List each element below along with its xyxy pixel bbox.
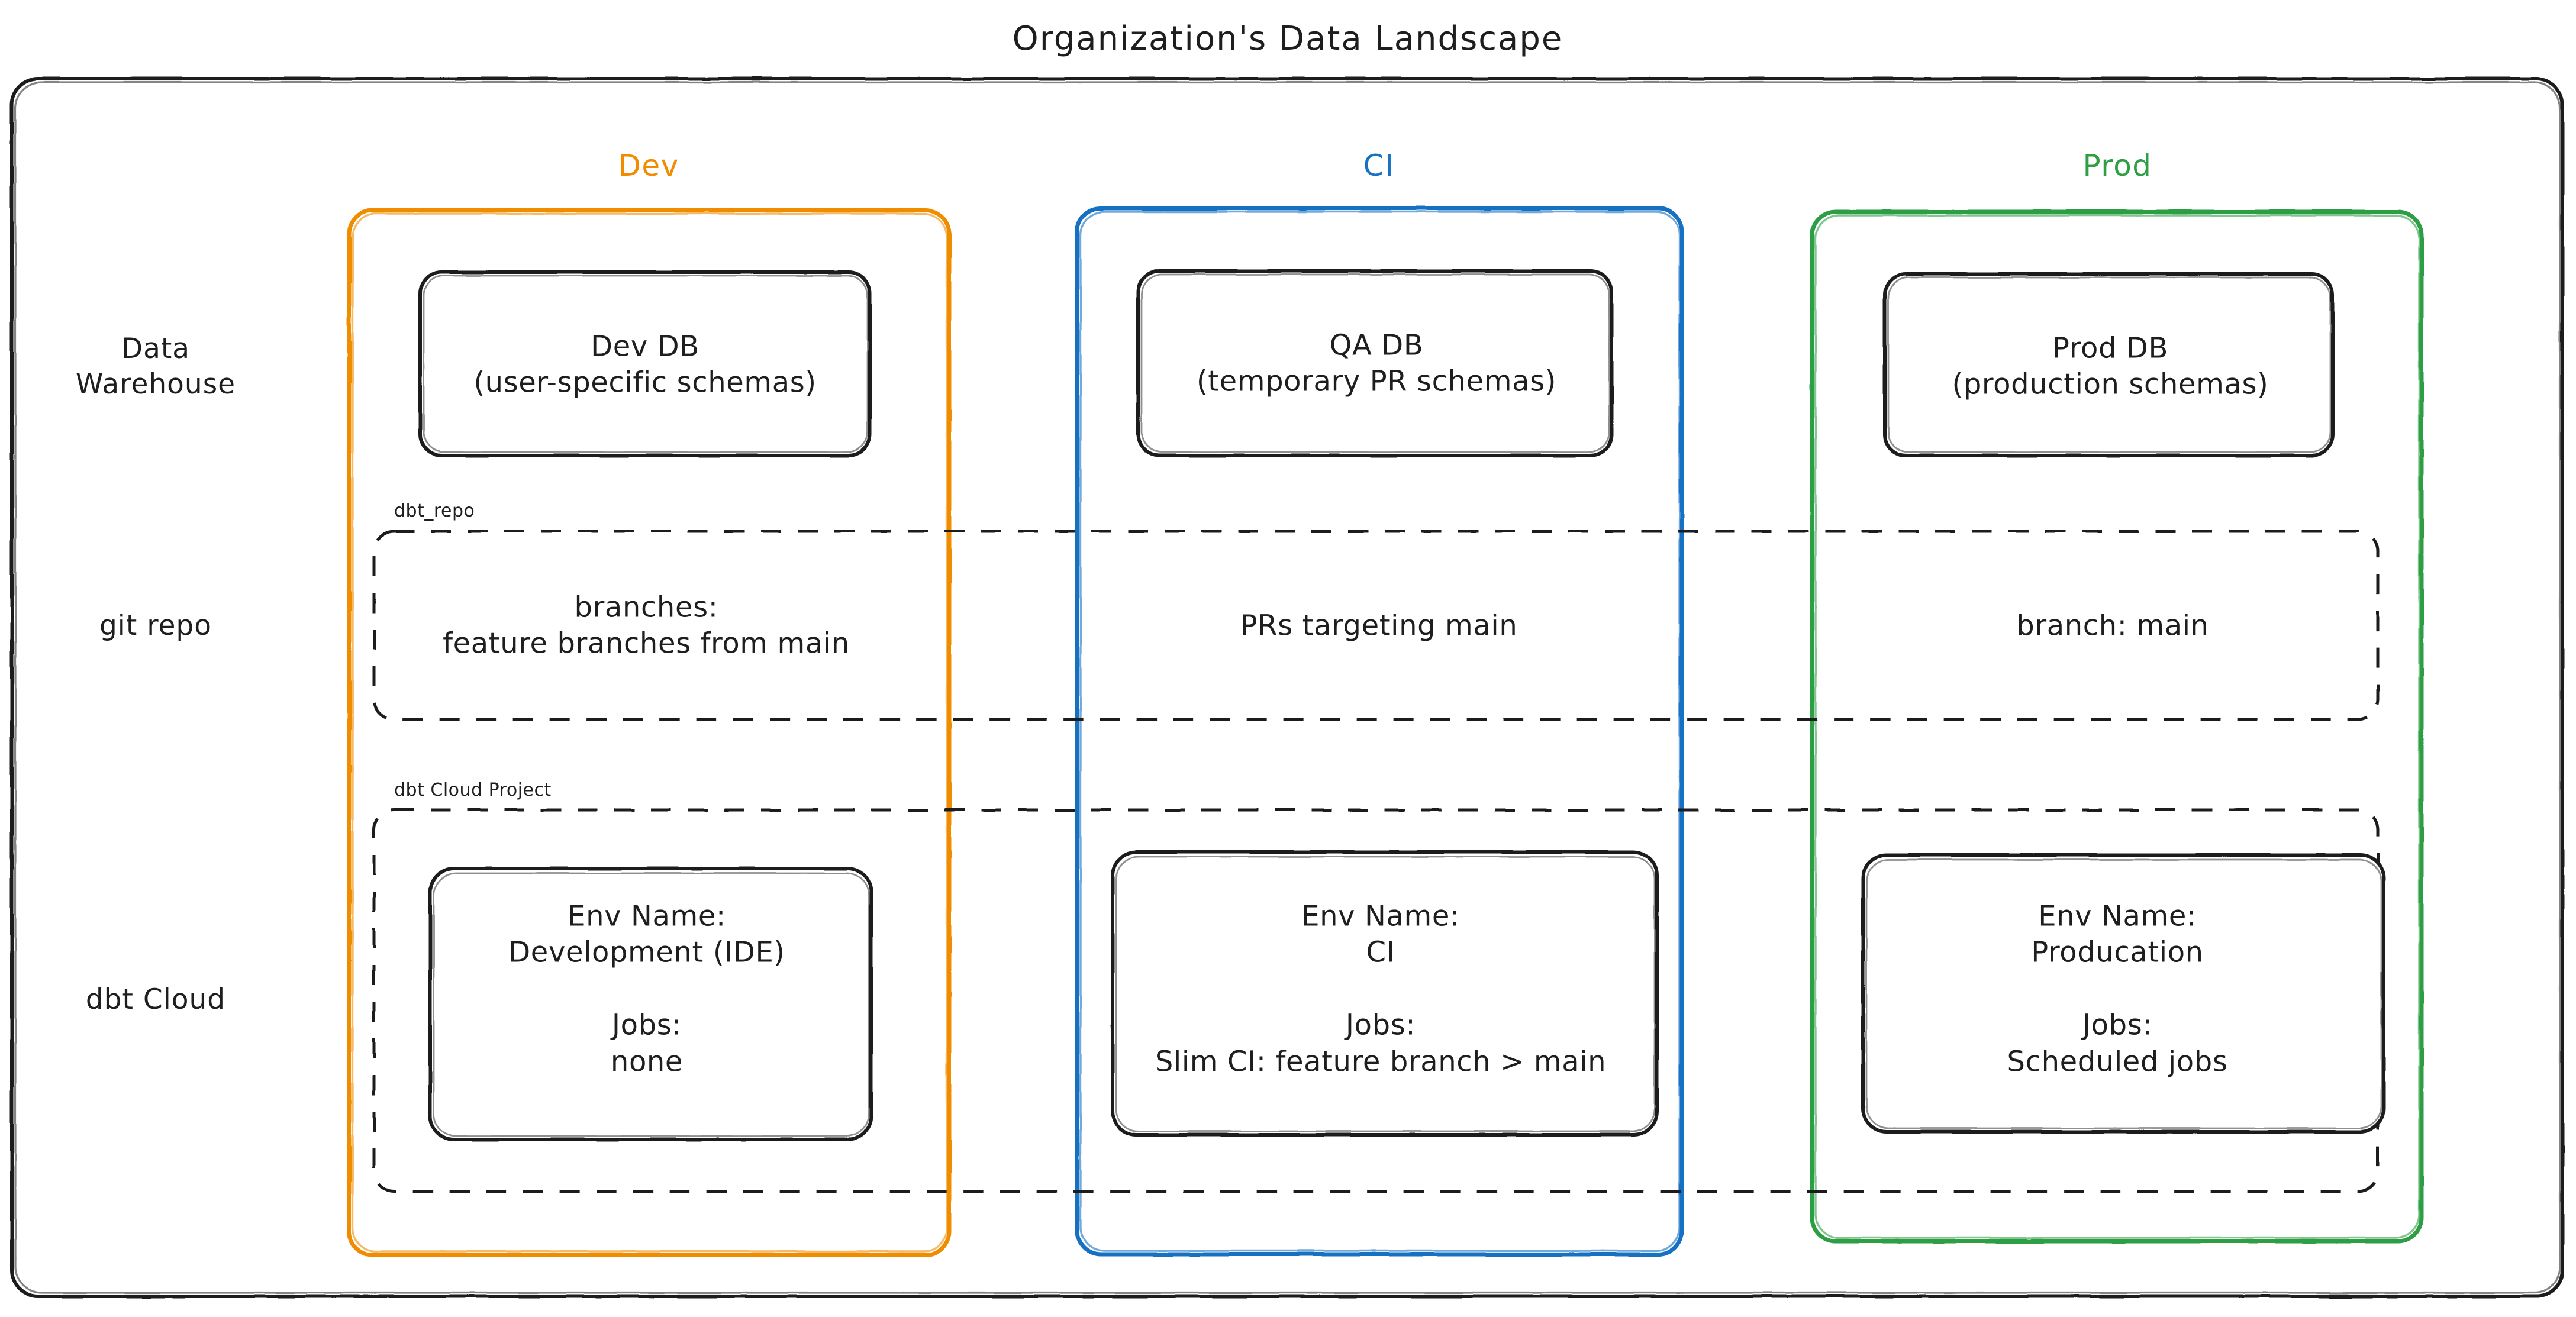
row-label-dbt-cloud: dbt Cloud [85, 983, 226, 1016]
outer-frame [10, 77, 2564, 1298]
column-label-dev: Dev [618, 149, 679, 183]
page-title: Organization's Data Landscape [1012, 20, 1563, 59]
box-text-prod-db: Prod DB (production schemas) [1952, 331, 2269, 401]
column-label-ci: CI [1363, 149, 1395, 183]
box-text-dev-git: branches: feature branches from main [443, 590, 850, 660]
box-text-qa-db: QA DB (temporary PR schemas) [1196, 328, 1557, 398]
box-text-prod-env: Env Name: Producation Jobs: Scheduled jo… [2007, 899, 2228, 1079]
box-text-prod-git: branch: main [2016, 609, 2209, 643]
box-text-ci-env: Env Name: CI Jobs: Slim CI: feature bran… [1155, 899, 1607, 1079]
row-label-data-warehouse: Data Warehouse [75, 332, 236, 401]
column-label-prod: Prod [2082, 149, 2152, 183]
box-text-dev-db: Dev DB (user-specific schemas) [473, 330, 817, 399]
box-text-dev-env: Env Name: Development (IDE) Jobs: none [508, 899, 785, 1079]
box-text-ci-git: PRs targeting main [1240, 609, 1518, 643]
row-label-git-repo: git repo [99, 609, 212, 642]
group-label-dbt-cloud-project: dbt Cloud Project [394, 780, 552, 800]
group-label-dbt-repo: dbt_repo [394, 501, 475, 521]
